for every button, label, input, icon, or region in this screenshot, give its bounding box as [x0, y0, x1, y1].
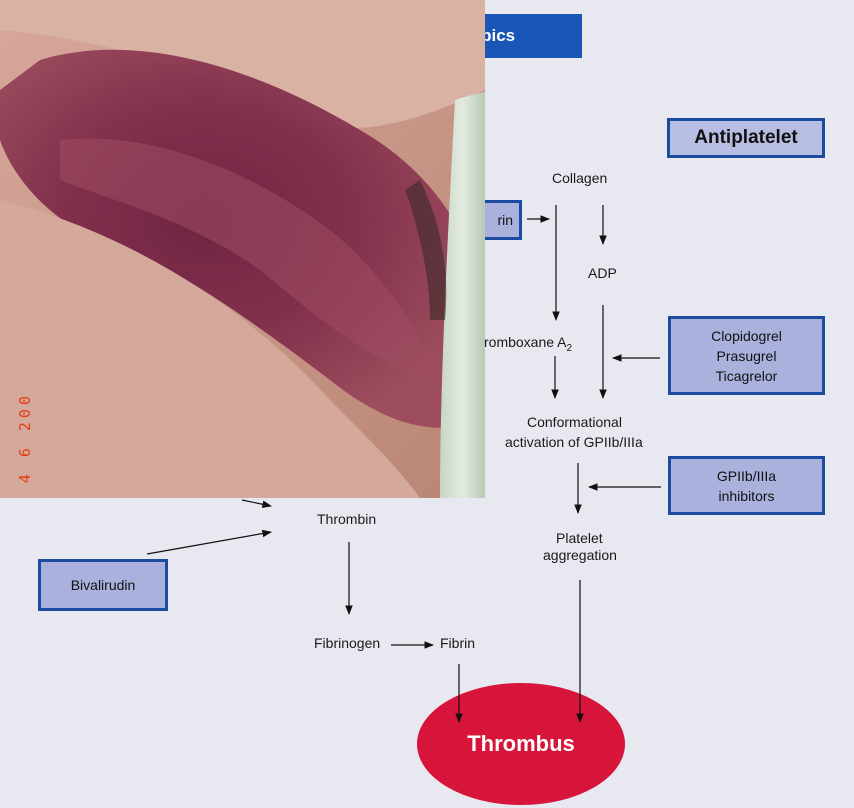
thrombus-label: Thrombus — [467, 731, 575, 757]
arrow-upstream-to-thrombin — [242, 500, 271, 506]
thrombus-ellipse: Thrombus — [417, 683, 625, 805]
bivalirudin-box: Bivalirudin — [38, 559, 168, 611]
aspirin-label: rin — [497, 210, 513, 230]
conformational-label-1: Conformational — [527, 412, 622, 432]
gp-inhibitors-label-2: inhibitors — [718, 486, 774, 506]
fibrinogen-label: Fibrinogen — [314, 633, 380, 653]
clopidogrel-label: Clopidogrel — [711, 326, 782, 346]
thromboxane-text: romboxane A — [484, 334, 567, 350]
photo-date-stamp: 4 6 200 — [16, 392, 34, 483]
adp-label: ADP — [588, 263, 617, 283]
platelet-label-2: aggregation — [543, 545, 617, 565]
antiplatelet-title: Antiplatelet — [694, 128, 797, 148]
antiplatelet-title-box: Antiplatelet — [667, 118, 825, 158]
prasugrel-label: Prasugrel — [717, 346, 777, 366]
gp-inhibitors-box: GPIIb/IIIa inhibitors — [668, 456, 825, 515]
thromboxane-subscript: 2 — [567, 343, 573, 354]
bruise-photo-image — [0, 0, 485, 498]
collagen-label: Collagen — [552, 168, 607, 188]
thromboxane-label: romboxane A2 — [484, 332, 572, 359]
p2y12-inhibitors-box: Clopidogrel Prasugrel Ticagrelor — [668, 316, 825, 395]
conformational-label-2: activation of GPIIb/IIIa — [505, 432, 643, 452]
arrow-bivalirudin-to-thrombin — [147, 532, 271, 554]
thrombin-label: Thrombin — [317, 509, 376, 529]
gp-inhibitors-label-1: GPIIb/IIIa — [717, 466, 776, 486]
ticagrelor-label: Ticagrelor — [716, 366, 778, 386]
bruise-photo: 4 6 200 — [0, 0, 485, 498]
bivalirudin-label: Bivalirudin — [71, 575, 136, 595]
fibrin-label: Fibrin — [440, 633, 475, 653]
